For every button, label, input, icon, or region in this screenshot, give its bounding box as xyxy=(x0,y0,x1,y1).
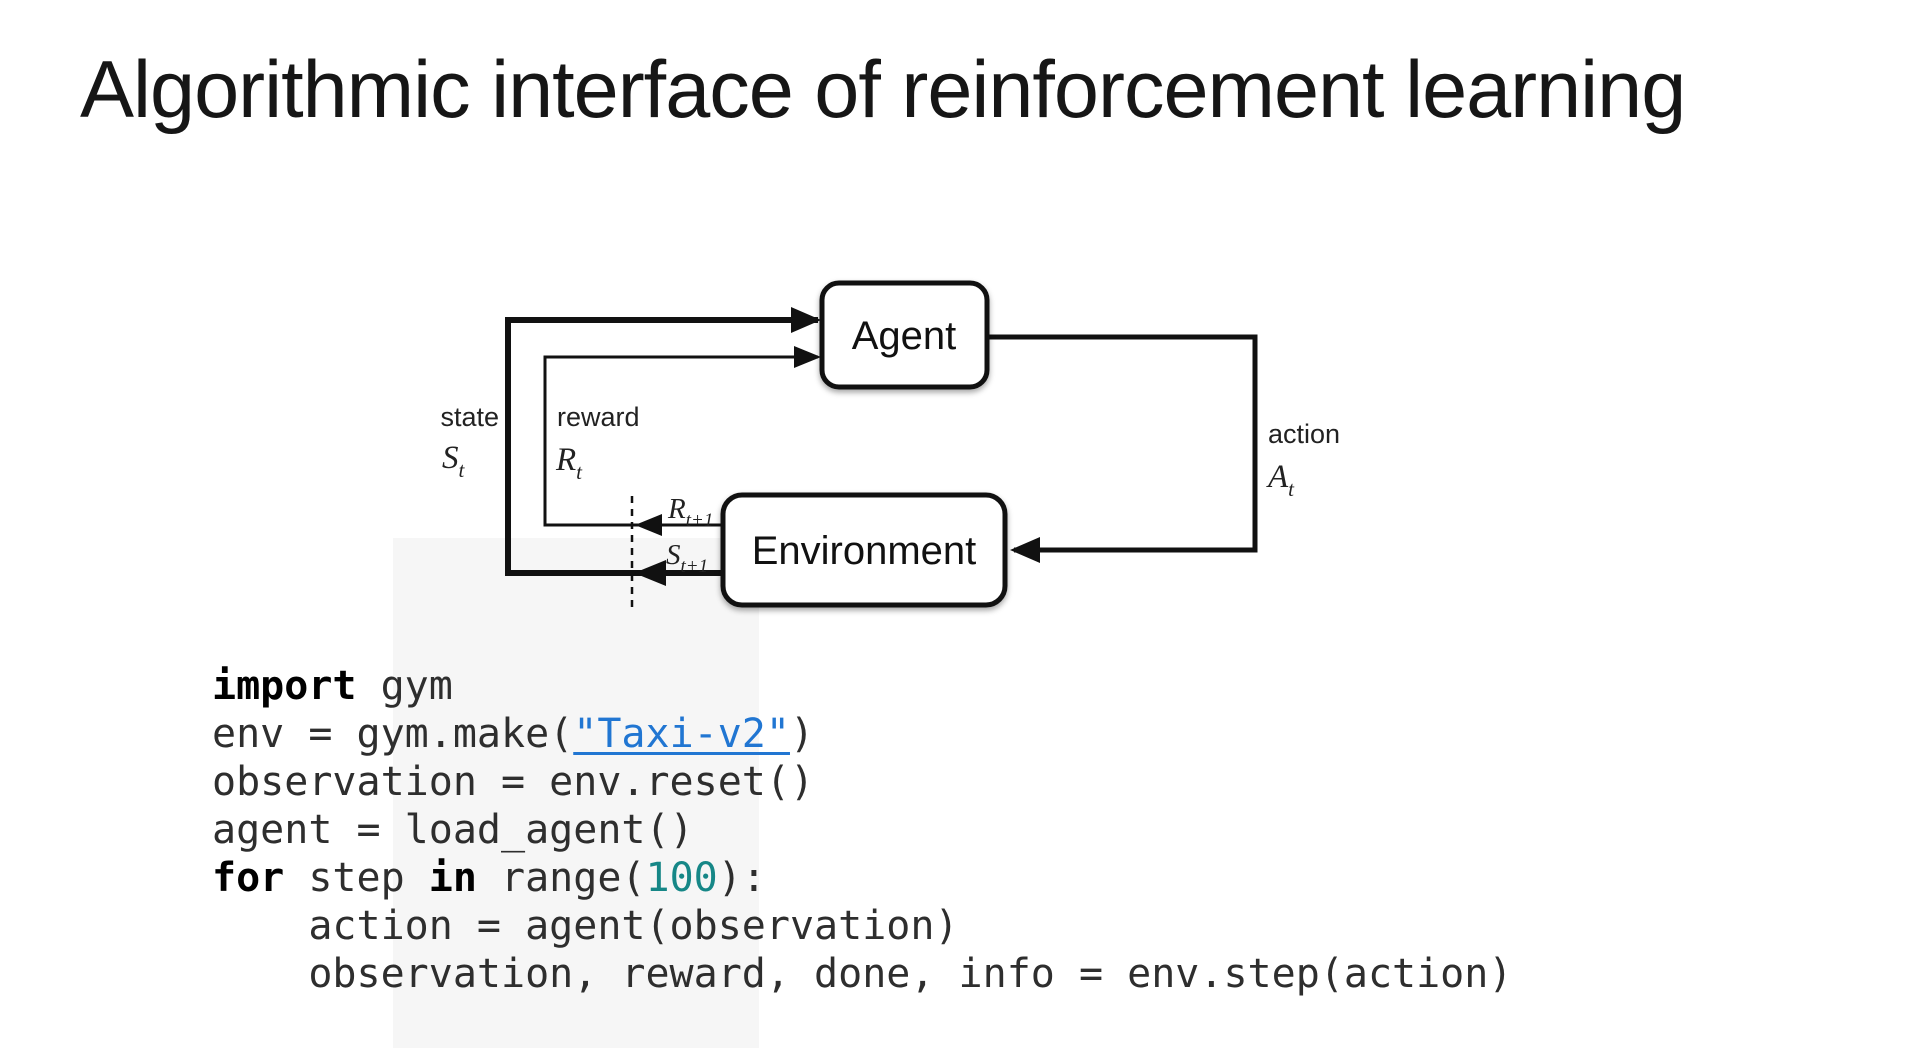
code-line: env = gym.make("Taxi-v2") xyxy=(212,710,1512,758)
code-token-plain: agent = load_agent() xyxy=(212,807,694,853)
code-token-plain: action = agent(observation) xyxy=(212,903,959,949)
action-label: action xyxy=(1268,419,1340,449)
code-token-plain: observation = env.reset() xyxy=(212,759,815,805)
state-symbol: St xyxy=(442,440,466,482)
page-title: Algorithmic interface of reinforcement l… xyxy=(80,45,1686,135)
code-token-plain: step xyxy=(284,855,429,901)
code-token-plain: observation, reward, done, info = env.st… xyxy=(212,951,1513,997)
agent-box xyxy=(819,280,990,390)
r-next-symbol: Rt+1 xyxy=(667,493,713,531)
action-symbol: At xyxy=(1266,459,1295,501)
reward-arrowhead xyxy=(794,346,821,368)
reward-symbol: Rt xyxy=(555,442,583,484)
code-token-kw: import xyxy=(212,663,357,709)
environment-label: Environment xyxy=(752,529,977,573)
code-line: agent = load_agent() xyxy=(212,806,1512,854)
s-next-arrowhead xyxy=(634,560,666,586)
code-line: action = agent(observation) xyxy=(212,902,1512,950)
code-token-plain: gym xyxy=(356,663,453,709)
code-link-taxi-v2[interactable]: "Taxi-v2" xyxy=(573,711,790,757)
state-label: state xyxy=(440,402,499,432)
reward-label: reward xyxy=(557,402,640,432)
code-token-kw: for xyxy=(212,855,285,901)
code-token-plain: range( xyxy=(476,855,646,901)
code-token-plain: ): xyxy=(717,855,766,901)
code-line: observation = env.reset() xyxy=(212,758,1512,806)
agent-label: Agent xyxy=(852,314,957,358)
s-next-symbol: St+1 xyxy=(666,539,708,577)
code-token-plain: ) xyxy=(789,711,815,757)
environment-box xyxy=(720,492,1008,608)
reward-loop-line xyxy=(543,355,818,527)
state-loop-line xyxy=(505,317,818,576)
code-token-num: 100 xyxy=(645,855,718,901)
code-line: for step in range(100): xyxy=(212,854,1512,902)
code-token-kw: in xyxy=(428,855,477,901)
code-line: observation, reward, done, info = env.st… xyxy=(212,950,1512,998)
code-backdrop xyxy=(393,538,759,1048)
code-token-plain: env = gym.make( xyxy=(212,711,574,757)
code-line: import gym xyxy=(212,662,1512,710)
r-next-arrowhead xyxy=(635,514,662,536)
action-arrowhead xyxy=(1010,537,1040,563)
state-arrowhead xyxy=(791,307,821,333)
action-line xyxy=(987,334,1258,553)
